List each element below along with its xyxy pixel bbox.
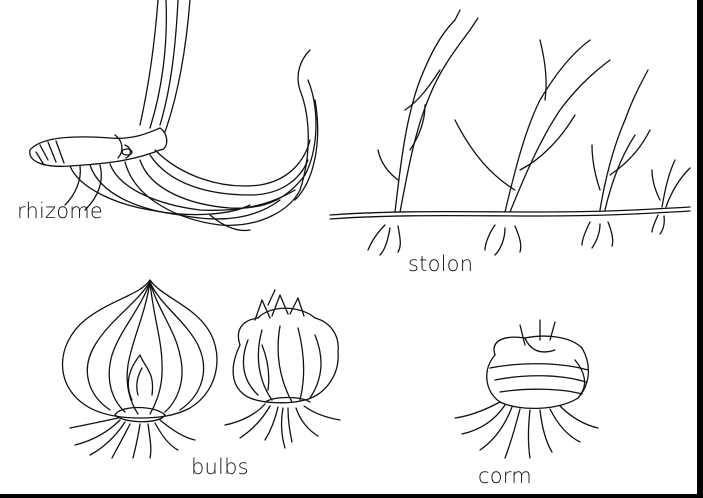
onion-bulb-illustration [63, 280, 218, 458]
garlic-bulb-illustration [225, 290, 340, 448]
stolon-label: stolon [408, 252, 473, 276]
rhizome-label: rhizome [17, 199, 103, 223]
rhizome-illustration [30, 0, 318, 230]
corm-label: corm [478, 464, 532, 488]
stolon-illustration [330, 10, 690, 255]
corm-illustration [455, 320, 598, 458]
bulbs-label: bulbs [191, 455, 249, 479]
